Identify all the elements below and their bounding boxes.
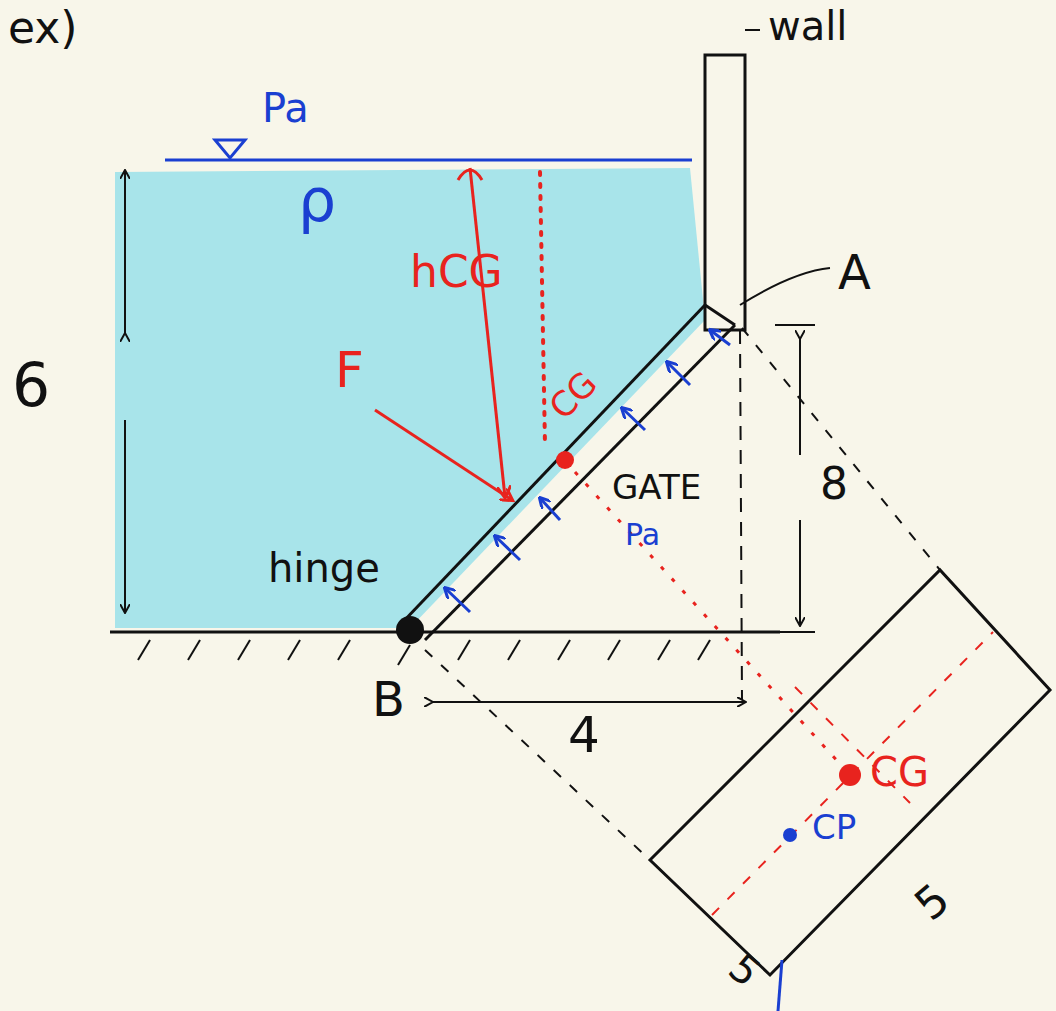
depth-label: hCG — [410, 250, 503, 294]
part-name: GATE — [612, 470, 701, 504]
hcg-arrow — [470, 168, 505, 497]
point-label: A — [838, 248, 871, 296]
cg-dot — [839, 764, 861, 786]
floor — [110, 631, 780, 634]
cp-label: CP — [812, 810, 856, 844]
force-arrow — [375, 410, 512, 500]
dimension: 6 — [12, 355, 50, 415]
cg-label: CG — [870, 752, 929, 792]
part-name: wall — [768, 6, 847, 46]
part-name: hinge — [268, 548, 380, 588]
floor-hatch — [138, 640, 710, 665]
dimension: 8 — [820, 462, 848, 506]
pressure-label: Pa — [262, 88, 309, 128]
water-body — [115, 168, 705, 628]
example-tag: ex) — [8, 6, 78, 50]
hinge — [396, 616, 424, 644]
gate-plan-view — [650, 570, 1050, 975]
gate — [400, 305, 705, 625]
dimension: 5 — [722, 946, 767, 993]
pressure-label: Pa — [625, 520, 660, 550]
cp-dot — [783, 828, 797, 842]
dimension: 5 — [907, 876, 957, 928]
free-surface — [165, 159, 692, 162]
density-symbol: ρ — [298, 170, 336, 230]
dimension: 4 — [568, 710, 600, 760]
wall — [705, 55, 745, 330]
cg-dot — [556, 451, 574, 469]
surface-symbol — [215, 140, 245, 158]
pressure-arrows — [445, 330, 730, 612]
force-label: F — [335, 345, 364, 395]
point-label: B — [372, 675, 405, 723]
